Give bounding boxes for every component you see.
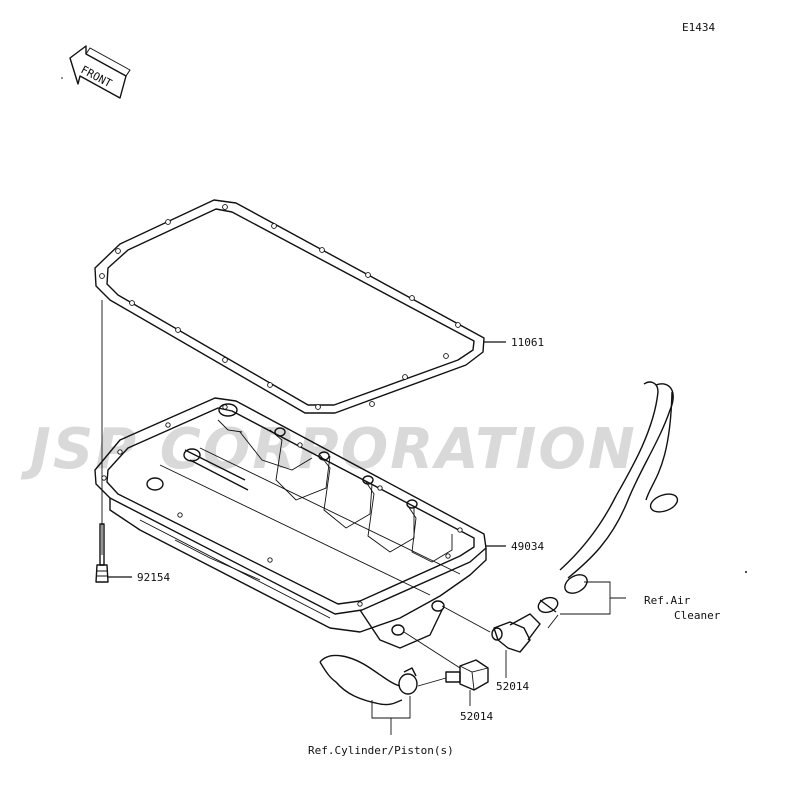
oil-pan-49034 bbox=[94, 397, 487, 649]
part-number-92154: 92154 bbox=[137, 571, 170, 584]
part-number-52014-lower: 52014 bbox=[460, 710, 493, 723]
hose-clamp-upper bbox=[537, 596, 559, 614]
front-arrow-icon: FRONT bbox=[69, 45, 131, 99]
gasket-11061 bbox=[94, 199, 485, 414]
dot-mark bbox=[745, 571, 747, 573]
bolt-92154 bbox=[95, 523, 109, 583]
ref-cylinder-piston: Ref.Cylinder/Piston(s) bbox=[308, 744, 454, 757]
cylinder-hose bbox=[319, 654, 403, 706]
ref-air-cleaner-line2: Cleaner bbox=[674, 609, 721, 622]
part-number-11061: 11061 bbox=[511, 336, 544, 349]
ref-air-cleaner-line1: Ref.Air bbox=[644, 594, 691, 607]
air-cleaner-hose bbox=[559, 381, 679, 594]
gasket-bolt-holes bbox=[99, 204, 461, 410]
fitting-52014-lower bbox=[445, 659, 489, 691]
fitting-52014-upper bbox=[491, 613, 541, 653]
diagram-code: E1434 bbox=[682, 21, 715, 34]
dot-mark bbox=[61, 77, 63, 79]
part-number-52014-upper: 52014 bbox=[496, 680, 529, 693]
part-number-49034: 49034 bbox=[511, 540, 544, 553]
hose-clamp-lower bbox=[398, 667, 418, 695]
